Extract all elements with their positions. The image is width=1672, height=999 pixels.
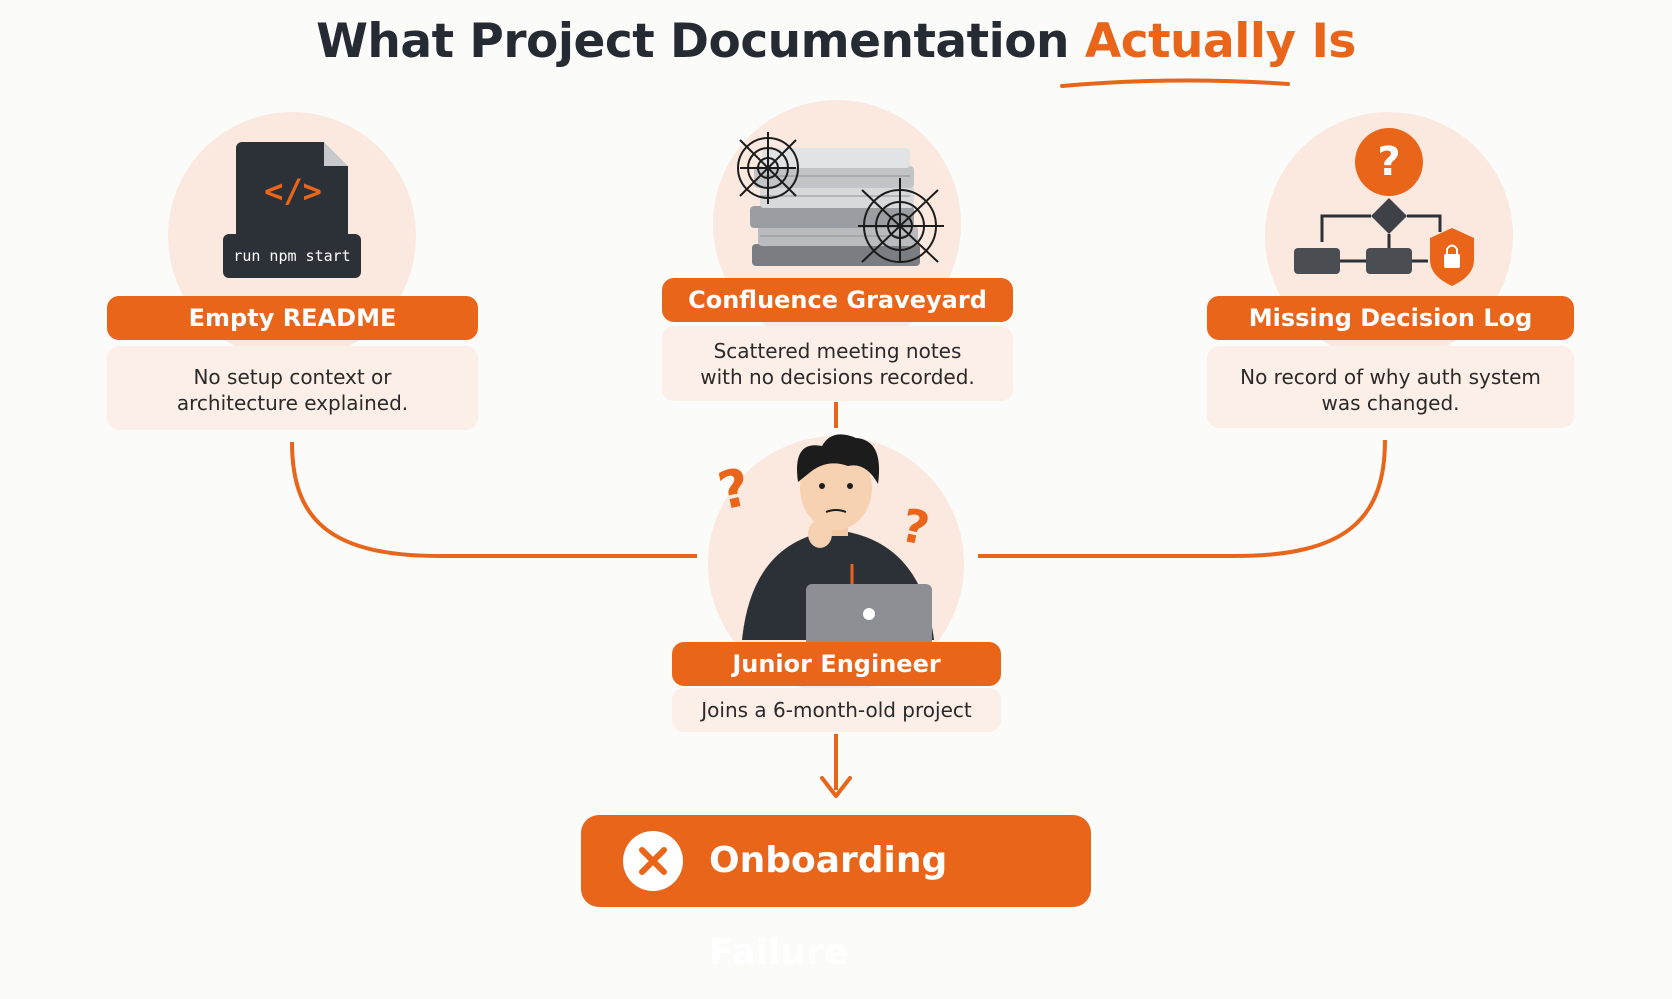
readme-description: No setup context or architecture explain… xyxy=(107,346,478,430)
confused-engineer-icon xyxy=(742,434,934,646)
title-accent: Actually Is xyxy=(1084,14,1357,69)
connector-lines xyxy=(290,402,1387,798)
readme-description-line2: architecture explained. xyxy=(176,391,409,415)
onboarding-failure-box: Onboarding Failure xyxy=(581,815,1091,973)
decision-log-label: Missing Decision Log xyxy=(1207,296,1574,340)
page-title: What Project Documentation Actually Is xyxy=(0,14,1672,69)
confluence-description-line2: with no decisions recorded. xyxy=(700,365,975,389)
flowchart-lock-icon xyxy=(1294,128,1474,286)
onboarding-failure-label: Onboarding Failure xyxy=(709,840,948,973)
readme-description-line1: No setup context or xyxy=(193,365,392,389)
readme-label: Empty README xyxy=(107,296,478,340)
title-main: What Project Documentation xyxy=(316,14,1069,69)
code-tag-text: </> xyxy=(264,172,322,210)
confluence-label: Confluence Graveyard xyxy=(662,278,1013,322)
decision-log-description-line1: No record of why auth system xyxy=(1240,365,1541,389)
terminal-command: run npm start xyxy=(223,234,361,278)
question-mark-text: ? xyxy=(1377,139,1401,185)
engineer-label: Junior Engineer xyxy=(672,642,1001,686)
paper-stack-cobweb-icon xyxy=(737,132,944,266)
engineer-description: Joins a 6-month-old project xyxy=(672,688,1001,732)
confluence-description-line1: Scattered meeting notes xyxy=(713,339,962,363)
close-icon xyxy=(623,831,683,891)
confluence-description: Scattered meeting notes with no decision… xyxy=(662,326,1013,401)
decision-log-description: No record of why auth system was changed… xyxy=(1207,346,1574,428)
title-underline xyxy=(1060,78,1290,88)
decision-log-description-line2: was changed. xyxy=(1321,391,1460,415)
